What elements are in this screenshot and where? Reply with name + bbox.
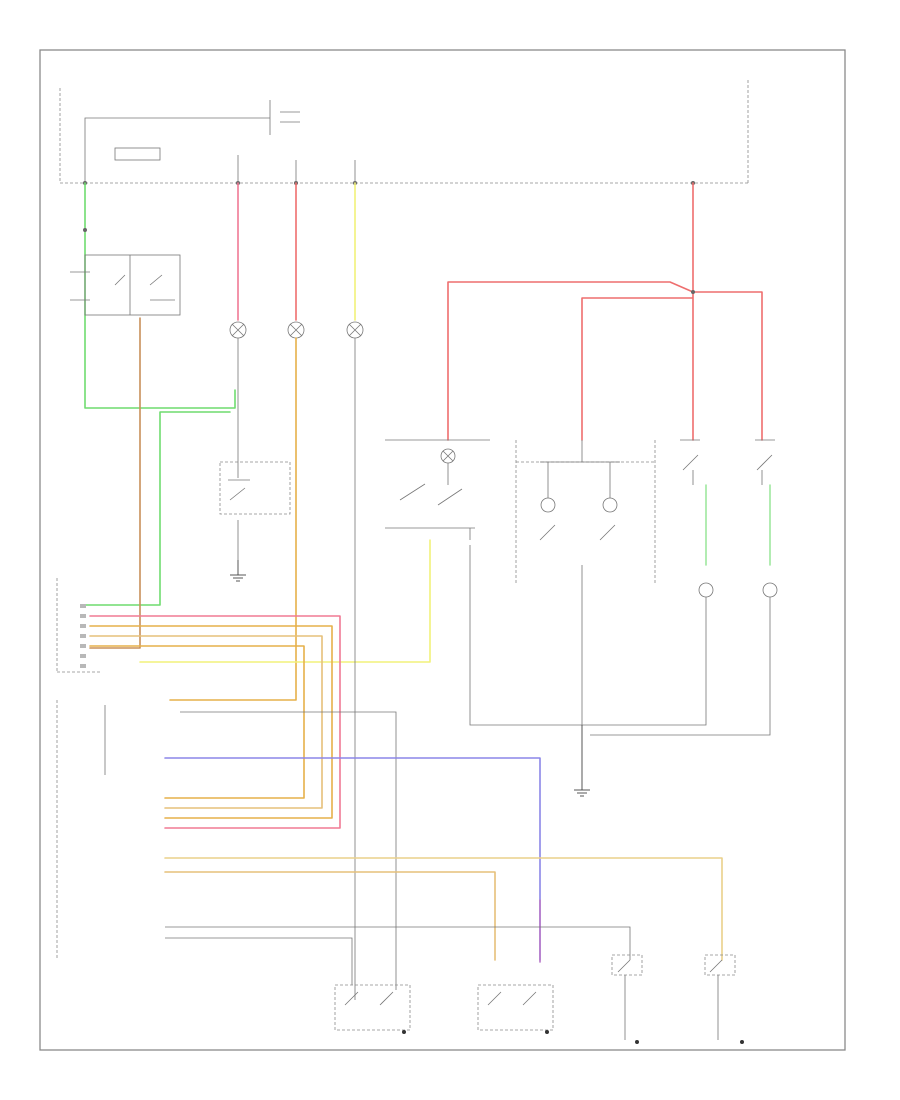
switch-assembly-center: [385, 439, 590, 726]
wire-red-bus: [447, 182, 763, 441]
ground-left: [230, 560, 246, 582]
switch-right-pair: [680, 439, 775, 485]
wire-violet: [164, 757, 541, 961]
wire-green-main: [84, 182, 236, 606]
switch-bottom-2: [477, 984, 554, 1031]
center-lamp-module: [515, 440, 656, 725]
lamp-right: [346, 321, 364, 339]
wire-orange-lower-1: [164, 857, 723, 961]
ground-bottom-4: [740, 1040, 744, 1044]
connector-block-left: [56, 578, 100, 673]
wire-brown-main: [89, 317, 141, 649]
lamp-right-pair: [590, 582, 778, 736]
top-fuse-relay-box: [59, 80, 749, 184]
switch-bottom-3: [611, 954, 643, 1040]
wire-orange-lower-2: [164, 871, 496, 961]
page-frame: [39, 49, 846, 1051]
wire-orange-bundle-3: [89, 645, 305, 799]
wire-green-right: [705, 484, 771, 566]
lamp-left: [229, 321, 247, 339]
wire-orange-lamp: [169, 337, 297, 701]
switch-bottom-4: [704, 954, 736, 1040]
ground-center: [574, 725, 590, 797]
wire-yellow-long: [139, 539, 431, 663]
wire-orange-bundle-1: [89, 625, 333, 819]
lamp-middle: [287, 321, 305, 339]
wire-gray-down: [180, 372, 397, 1000]
ground-bottom-1: [402, 1030, 406, 1034]
wire-orange-bundle-2: [89, 635, 323, 809]
relay-box-left: [219, 461, 291, 515]
wire-gray-lower: [165, 926, 631, 985]
wire-pink-bundle: [89, 615, 341, 829]
top-connector-pins: [83, 155, 695, 185]
relay-contact-left: [228, 479, 250, 501]
ground-bottom-2: [545, 1030, 549, 1034]
switch-bottom-1: [334, 984, 411, 1031]
left-relay-assembly: [70, 228, 181, 316]
ground-bottom-3: [635, 1040, 639, 1044]
